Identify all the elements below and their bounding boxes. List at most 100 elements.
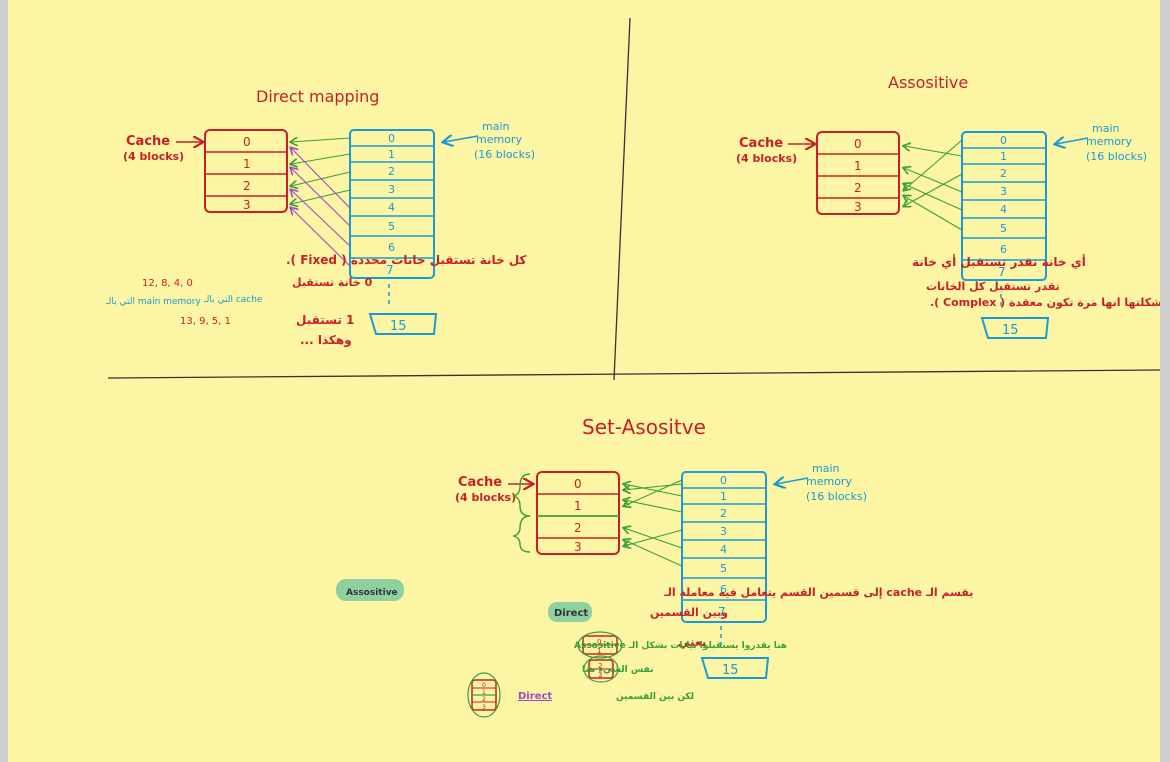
set-memory-cell: 5 bbox=[720, 562, 727, 575]
direct-memory-sub: (16 blocks) bbox=[474, 148, 535, 161]
direct-memory-cell: 6 bbox=[388, 241, 395, 254]
direct-mapping-section: Direct mapping Cache (4 blocks) 0 1 2 3 … bbox=[105, 87, 535, 348]
mini-b-cell: 2 bbox=[598, 662, 602, 670]
set-memory-label: main bbox=[812, 462, 840, 475]
direct-note-2-b: التي بالـ main memory bbox=[105, 297, 201, 307]
direct-title: Direct mapping bbox=[256, 87, 379, 106]
assoc-memory-cell: 4 bbox=[1000, 203, 1007, 216]
direct-note-4: وهكذا ... bbox=[300, 333, 352, 348]
set-cache-sub: (4 blocks) bbox=[455, 491, 516, 504]
assoc-memory-cell: 3 bbox=[1000, 185, 1007, 198]
direct-cache-cell: 1 bbox=[243, 157, 251, 171]
horizontal-divider bbox=[107, 369, 1160, 379]
set-memory-box bbox=[681, 471, 767, 623]
set-memory-cell: 6 bbox=[720, 583, 727, 596]
set-memory-cell: 3 bbox=[720, 525, 727, 538]
set-memory-cell: 7 bbox=[718, 605, 726, 619]
set-cache-cell: 0 bbox=[574, 477, 582, 491]
direct-memory-arrow bbox=[444, 136, 479, 142]
set-note-highlight: Assositive bbox=[346, 588, 398, 598]
assoc-note-2: تقدر تستقبل كل الخانات bbox=[926, 280, 1060, 293]
mini-c-cell: 3 bbox=[482, 704, 486, 711]
set-cache-cell: 3 bbox=[574, 540, 582, 554]
assoc-cache-cell: 1 bbox=[854, 159, 862, 173]
set-memory-sub: (16 blocks) bbox=[806, 490, 867, 503]
assoc-cache-cell: 0 bbox=[854, 137, 862, 151]
assoc-memory-cell: 2 bbox=[1000, 167, 1007, 180]
direct-cache-cell: 3 bbox=[243, 198, 251, 212]
assoc-highlight bbox=[336, 579, 404, 601]
left-margin bbox=[0, 0, 8, 762]
direct-note-3: 1 تستقبل bbox=[296, 313, 354, 327]
assoc-memory-last: 15 bbox=[1002, 323, 1019, 338]
set-memory-last-box bbox=[700, 657, 770, 679]
direct-note-2-a: التي بالـ cache bbox=[203, 295, 263, 305]
direct-memory-last: 15 bbox=[390, 319, 407, 334]
assoc-memory-cell: 6 bbox=[1000, 243, 1007, 256]
set-note-1b: وبين القسمين bbox=[650, 606, 728, 619]
direct-memory-cell: 0 bbox=[388, 132, 395, 145]
mini-a-cell: 0 bbox=[597, 638, 601, 646]
set-memory-cell: 0 bbox=[720, 474, 727, 487]
set-associative-section: Set-Asositve Cache (4 blocks) 0 1 2 3 0 … bbox=[336, 415, 973, 718]
set-memory-cell: 2 bbox=[720, 507, 727, 520]
set-note-4a: لكن بين القسمين bbox=[616, 692, 694, 702]
right-margin bbox=[1160, 0, 1170, 762]
mini-c-cell: 0 bbox=[482, 682, 486, 689]
set-title: Set-Asositve bbox=[582, 415, 706, 439]
mini-b-ring bbox=[583, 655, 619, 683]
direct-memory-cell: 3 bbox=[388, 183, 395, 196]
direct-note-3-nums: 13, 9, 5, 1 bbox=[180, 316, 231, 327]
assoc-memory-cell: 7 bbox=[998, 265, 1006, 279]
direct-memory-last-box bbox=[368, 313, 438, 335]
set-note-3a: نفس الشيء هنا bbox=[582, 665, 653, 675]
set-memory-last: 15 bbox=[722, 663, 739, 678]
assoc-memory-cell: 0 bbox=[1000, 134, 1007, 147]
assoc-cache-sub: (4 blocks) bbox=[736, 152, 797, 165]
assoc-memory-cell: 5 bbox=[1000, 222, 1007, 235]
direct-memory-cell: 1 bbox=[388, 148, 395, 161]
direct-memory-cell: 4 bbox=[388, 201, 395, 214]
direct-memory-cell: 2 bbox=[388, 165, 395, 178]
direct-memory-cell: 7 bbox=[386, 263, 394, 277]
set-cache-label: Cache bbox=[458, 475, 502, 490]
direct-highlight bbox=[548, 602, 592, 622]
direct-memory-label: main bbox=[482, 120, 510, 133]
set-note-4-direct: Direct bbox=[518, 691, 552, 702]
set-memory-cell: 4 bbox=[720, 543, 727, 556]
assoc-memory-last-box bbox=[980, 317, 1050, 339]
assoc-cache-cell: 2 bbox=[854, 181, 862, 195]
assoc-cache-label: Cache bbox=[739, 136, 783, 151]
mini-c-cell: 1 bbox=[482, 689, 486, 696]
set-cache-box bbox=[536, 471, 620, 555]
set-note-1a: يقسم الـ cache إلى قسمين القسم يتعامل في… bbox=[663, 586, 973, 599]
set-note-2: يعني bbox=[678, 635, 706, 649]
assoc-memory-arrow bbox=[1056, 138, 1089, 144]
assoc-memory-cell: 1 bbox=[1000, 150, 1007, 163]
direct-cache-sub: (4 blocks) bbox=[123, 150, 184, 163]
set-brace-bottom bbox=[511, 515, 531, 553]
assoc-memory-label: main bbox=[1092, 122, 1120, 135]
assoc-note-1: أي خانة تقدر تستقبل أي خانة bbox=[912, 254, 1086, 269]
note-page: Direct mapping Cache (4 blocks) 0 1 2 3 … bbox=[8, 0, 1160, 762]
set-memory-label: memory bbox=[806, 475, 852, 488]
direct-memory-cell: 5 bbox=[388, 220, 395, 233]
set-cache-cell: 1 bbox=[574, 499, 582, 513]
set-brace-top bbox=[511, 473, 531, 517]
mini-a-cell: 1 bbox=[597, 647, 601, 655]
direct-cache-label: Cache bbox=[126, 134, 170, 149]
direct-cache-cell: 0 bbox=[243, 135, 251, 149]
mini-c-cell: 2 bbox=[482, 696, 486, 703]
assoc-memory-label: memory bbox=[1086, 135, 1132, 148]
mini-b-cell: 3 bbox=[598, 671, 602, 679]
diagram-canvas: Direct mapping Cache (4 blocks) 0 1 2 3 … bbox=[105, 17, 1160, 718]
set-memory-arrow bbox=[776, 478, 809, 484]
vertical-divider bbox=[613, 17, 631, 381]
direct-note-2: 0 خانة تستقبل bbox=[292, 276, 373, 289]
direct-memory-label: memory bbox=[476, 133, 522, 146]
assoc-memory-sub: (16 blocks) bbox=[1086, 150, 1147, 163]
direct-memory-box bbox=[349, 129, 435, 279]
direct-cache-box bbox=[204, 129, 288, 213]
associative-section: Assositive Cache (4 blocks) 0 1 2 3 0 1 … bbox=[736, 73, 1160, 339]
set-memory-cell: 1 bbox=[720, 490, 727, 503]
